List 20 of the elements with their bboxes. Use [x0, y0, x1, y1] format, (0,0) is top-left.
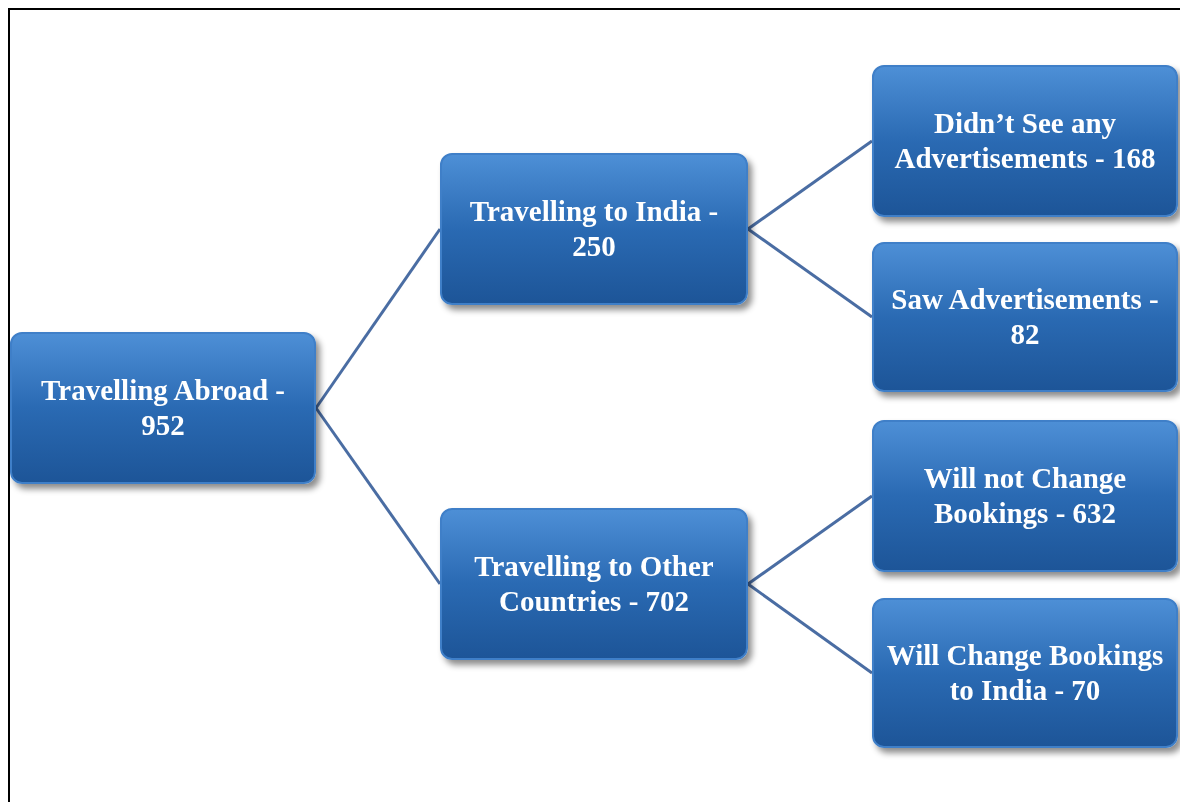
connector-line — [314, 407, 442, 585]
box-label: Will Change Bookings to India - 70 — [885, 638, 1165, 708]
process-box — [440, 153, 748, 305]
box-label: Travelling to India - 250 — [468, 194, 720, 264]
process-box — [872, 242, 1178, 392]
connector-line — [747, 494, 873, 586]
process-box — [872, 65, 1178, 217]
box-label: Didn’t See any Advertisements - 168 — [893, 106, 1157, 176]
process-box — [872, 598, 1178, 748]
connector-line — [747, 227, 873, 319]
connector-line — [314, 228, 442, 409]
process-box — [10, 332, 316, 484]
box-label: Saw Advertisements - 82 — [890, 282, 1160, 352]
connector-line — [747, 139, 873, 231]
box-label: Travelling to Other Countries - 702 — [473, 549, 715, 619]
process-box — [872, 420, 1178, 572]
box-label: Travelling Abroad - 952 — [40, 373, 286, 443]
box-label: Will not Change Bookings - 632 — [922, 461, 1128, 531]
process-box — [440, 508, 748, 660]
connector-line — [747, 582, 873, 675]
